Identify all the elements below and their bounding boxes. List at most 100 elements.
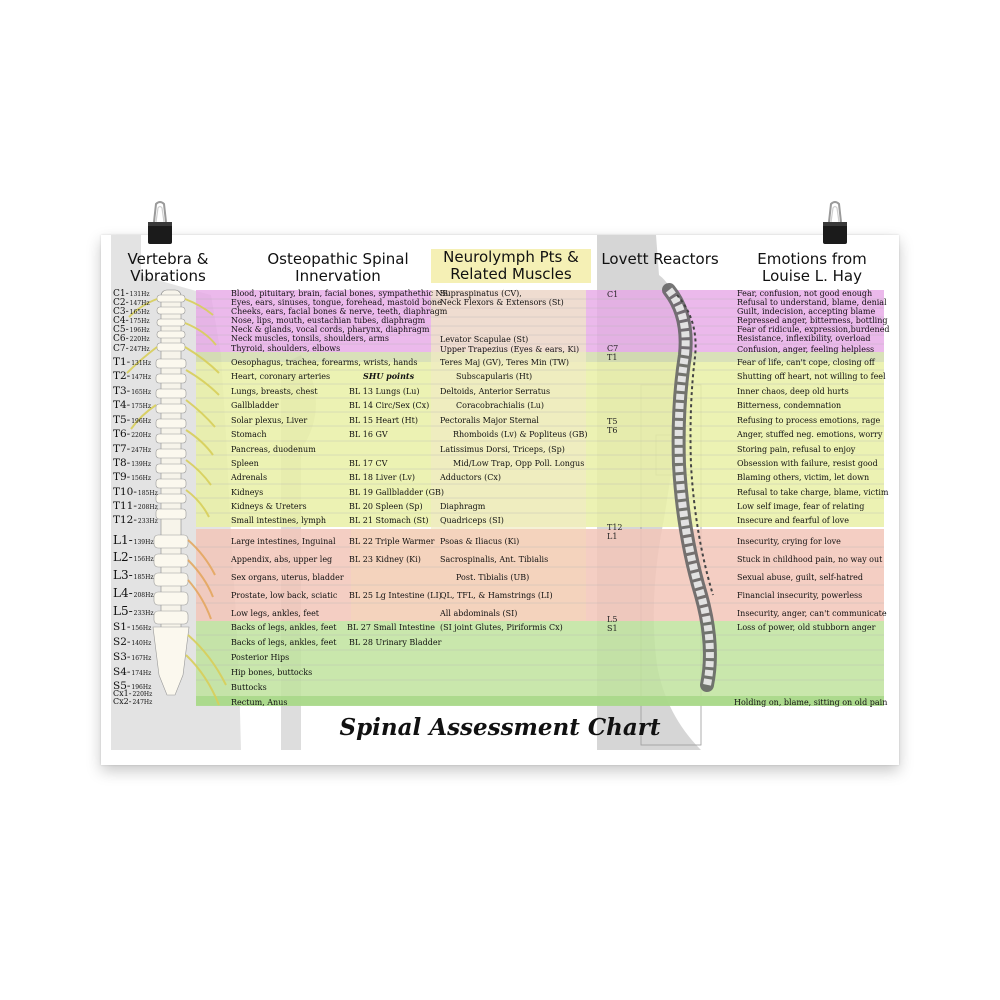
emotion-item: Resistance, inflexibility, overload [737,334,871,343]
emotion-item: Refusing to process emotions, rage [737,416,881,425]
emotion-item: Refusal to take charge, blame, victim [737,488,889,497]
neuro-item: Supraspinatus (CV), [440,289,522,298]
vertebra-s4: S4-174Hz [113,666,152,678]
innervation-item: Kidneys & Ureters [231,502,307,511]
innervation-item: Nose, lips, mouth, eustachian tubes, dia… [231,316,426,325]
vertebra-cx2: Cx2-247Hz [113,697,153,706]
innervation-item: Kidneys [231,488,264,497]
header-vertebra: Vertebra &Vibrations [127,250,209,285]
vertebra-c5: C5-196Hz [113,325,150,335]
emotion-item: Confusion, anger, feeling helpless [737,345,875,354]
emotion-item: Shutting off heart, not willing to feel [737,372,886,381]
neuro-item: Latissimus Dorsi, Triceps, (Sp) [440,445,565,454]
vertebra-l1: L1-139Hz [113,533,154,547]
innervation-item: Prostate, low back, sciatic [231,591,338,600]
innervation-item: Low legs, ankles, feet [231,609,320,618]
innervation-item: Backs of legs, ankles, feet [231,623,337,632]
innervation-item: Solar plexus, Liver [231,416,308,425]
emotion-item: Insecurity, crying for love [737,537,841,546]
neuro-item: Psoas & Iliacus (Ki) [440,537,520,546]
vertebra-l2: L2-156Hz [113,550,154,564]
innervation-item: Oesophagus, trachea, forearms, wrists, h… [231,358,418,367]
shu-item: BL 18 Liver (Lv) [349,473,416,482]
neuro-item: Mid/Low Trap, Opp Poll. Longus [453,459,585,468]
innervation-item: Appendix, abs, upper leg [231,555,333,564]
emotion-item: Stuck in childhood pain, no way out [737,555,883,564]
emotion-item: Obsession with failure, resist good [737,459,878,468]
right-spine-illustration [662,283,717,692]
shu-item: BL 13 Lungs (Lu) [349,387,420,396]
vertebra-t10: T10-185Hz [113,486,158,498]
innervation-item: Neck & glands, vocal cords, pharynx, dia… [231,325,430,334]
vertebra-t6: T6-220Hz [113,428,152,440]
innervation-item: Heart, coronary arteries [231,372,331,381]
shu-item: BL 27 Small Intestine [347,623,435,632]
lovett-label: L5 [607,615,618,624]
vertebra-t8: T8-139Hz [113,457,152,469]
neuro-item: Coracobrachialis (Lu) [456,401,544,410]
innervation-item: Eyes, ears, sinuses, tongue, forehead, m… [231,298,442,307]
innervation-item: Large intestines, Inguinal [231,537,336,546]
vertebra-c4: C4-175Hz [113,316,150,326]
vertebra-c2: C2-147Hz [113,298,150,308]
shu-item: BL 14 Circ/Sex (Cx) [349,401,430,410]
shu-item: BL 16 GV [349,430,388,439]
innervation-item: Rectum, Anus [231,698,288,707]
innervation-item: Posterior Hips [231,653,290,662]
vertebra-s5: S5-196Hz [113,680,152,692]
shu-item: BL 21 Stomach (St) [349,516,429,525]
vertebra-t4: T4-175Hz [113,399,152,411]
neuro-item: (SI joint Glutes, Piriformis Cx) [440,623,563,632]
vertebra-t1: T1-131Hz [113,356,152,368]
vertebra-c1: C1-131Hz [113,289,150,299]
emotion-item: Refusal to understand, blame, denial [737,298,887,307]
neuro-item: Neck Flexors & Extensors (St) [440,298,564,307]
vertebra-l3: L3-185Hz [113,568,154,582]
shu-item: BL 25 Lg Intestine (LI) [349,591,442,600]
vertebra-t9: T9-156Hz [113,471,152,483]
neuro-item: Deltoids, Anterior Serratus [440,387,551,396]
vertebra-t11: T11-208Hz [113,500,158,512]
neuro-item: Upper Trapezius (Eyes & ears, Ki) [440,345,580,354]
vertebra-c6: C6-220Hz [113,334,150,344]
emotion-item: Anger, stuffed neg. emotions, worry [737,430,883,439]
chart-title: Spinal Assessment Chart [339,714,661,741]
vertebra-cx1: Cx1-220Hz [113,689,153,698]
innervation-item: Stomach [231,430,267,439]
innervation-item: Neck muscles, tonsils, shoulders, arms [231,334,389,343]
shu-item: BL 23 Kidney (Ki) [349,555,421,564]
vertebra-s1: S1-156Hz [113,621,152,633]
shu-item: BL 22 Triple Warmer [349,537,435,546]
header-lovett: Lovett Reactors [601,250,719,268]
emotion-item: Insecure and fearful of love [737,516,849,525]
lovett-label: T1 [607,353,618,362]
emotion-item: Storing pain, refusal to enjoy [737,445,856,454]
innervation-item: Cheeks, ears, facial bones & nerve, teet… [231,307,448,316]
innervation-item: Thyroid, shoulders, elbows [231,344,341,353]
innervation-item: Pancreas, duodenum [231,445,316,454]
innervation-item: Small intestines, lymph [231,516,327,525]
neuro-item: Subscapularis (Ht) [456,372,533,381]
vertebra-t12: T12-233Hz [113,514,158,526]
emotion-item: Inner chaos, deep old hurts [737,387,849,396]
vertebra-l4: L4-208Hz [113,586,154,600]
emotion-item: Bitterness, condemnation [737,401,842,410]
emotion-item: Sexual abuse, guilt, self-hatred [737,573,864,582]
shu-item: BL 20 Spleen (Sp) [349,502,423,511]
left-spine-illustration [126,289,227,706]
lovett-label: C1 [607,290,619,299]
vertebra-t3: T3-165Hz [113,385,152,397]
neuro-item: Post. Tibialis (UB) [456,573,530,582]
emotion-item: Guilt, indecision, accepting blame [737,307,876,316]
neuro-item: Quadriceps (SI) [440,516,504,525]
emotion-item: Financial insecurity, powerless [737,591,863,600]
vertebra-t2: T2-147Hz [113,370,152,382]
lovett-label: T6 [607,426,618,435]
vertebra-l5: L5-233Hz [113,604,154,618]
emotion-item: Low self image, fear of relating [737,502,865,511]
neuro-item: Adductors (Cx) [440,473,502,482]
innervation-item: Gallbladder [231,401,279,410]
